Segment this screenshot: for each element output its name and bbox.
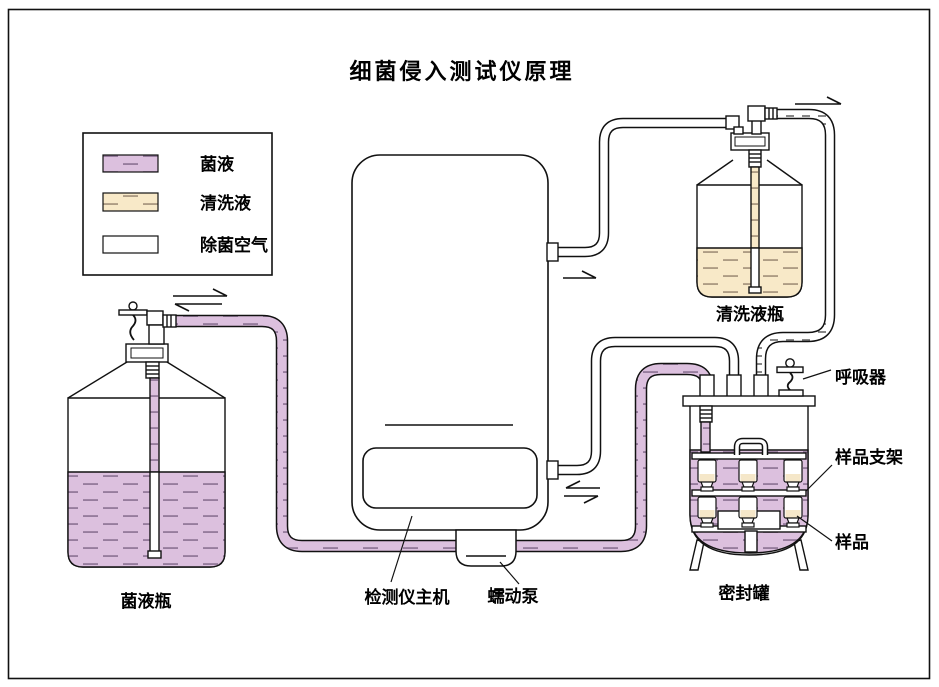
breather-valve-icon (776, 358, 804, 397)
tank-port-1 (699, 374, 715, 399)
hose-nipple (764, 107, 778, 120)
label-cleaning-bottle: 清洗液瓶 (716, 304, 784, 325)
flow-arrows (173, 96, 842, 504)
label-pump: 蠕动泵 (488, 587, 539, 607)
label-breather: 呼吸器 (835, 368, 887, 388)
flow-arrow-bacteria-bidirectional (173, 288, 228, 312)
bottle-vent-valve-icon (118, 301, 148, 341)
cleaning-liquid-tube (755, 108, 836, 398)
detector-main-unit (351, 154, 559, 531)
port-top (546, 242, 559, 262)
label-sealed-tank: 密封罐 (719, 583, 770, 604)
port-bottom (546, 460, 559, 480)
legend-swatch-air (102, 235, 159, 254)
sample-rack (691, 437, 807, 553)
leader-lines (390, 369, 833, 585)
dip-tube-upper (750, 166, 760, 249)
dip-tube-upper (149, 377, 160, 473)
main-unit-panel (362, 447, 538, 509)
tank-port-2 (726, 374, 742, 399)
air-tube-bottom (556, 336, 740, 476)
tank-port-3 (753, 374, 769, 399)
bacteria-liquid (67, 471, 226, 568)
legend-swatch-cleaning (102, 192, 159, 212)
legend-label-bacteria: 菌液 (200, 154, 234, 175)
label-main-unit: 检测仪主机 (365, 587, 450, 608)
flow-arrow-cleaning (795, 96, 842, 105)
air-tube-top (556, 117, 730, 258)
page-title: 细菌侵入测试仪原理 (349, 59, 574, 85)
cleaning-bottle (696, 105, 803, 298)
flow-arrow-air-bottom-bidirectional (564, 480, 600, 504)
hose-nipple (162, 314, 177, 328)
legend: 菌液 清洗液 除菌空气 (82, 132, 273, 276)
cleaning-liquid (696, 247, 803, 298)
threaded-neck (748, 149, 762, 168)
tank-lid (682, 395, 816, 407)
tank-dip-tube (699, 405, 713, 453)
label-sample: 样品 (835, 532, 869, 553)
sealed-tank (682, 358, 816, 571)
dip-tube-lower (750, 247, 760, 289)
legend-label-cleaning: 清洗液 (200, 193, 251, 214)
rack-handle (735, 439, 767, 455)
dip-tube-lower (149, 471, 160, 553)
legend-swatch-bacteria (102, 154, 159, 173)
sample-vials (697, 459, 803, 528)
threaded-neck (145, 361, 160, 379)
bacteria-bottle (67, 301, 226, 568)
rack-center-post (744, 530, 758, 553)
bacteria-liquid-tube (163, 314, 714, 553)
flow-arrow-air-top (563, 270, 597, 279)
peristaltic-pump (455, 529, 517, 567)
label-sample-rack: 样品支架 (835, 447, 903, 468)
label-bacteria-bottle: 菌液瓶 (121, 591, 172, 612)
legend-label-air: 除菌空气 (200, 235, 268, 256)
